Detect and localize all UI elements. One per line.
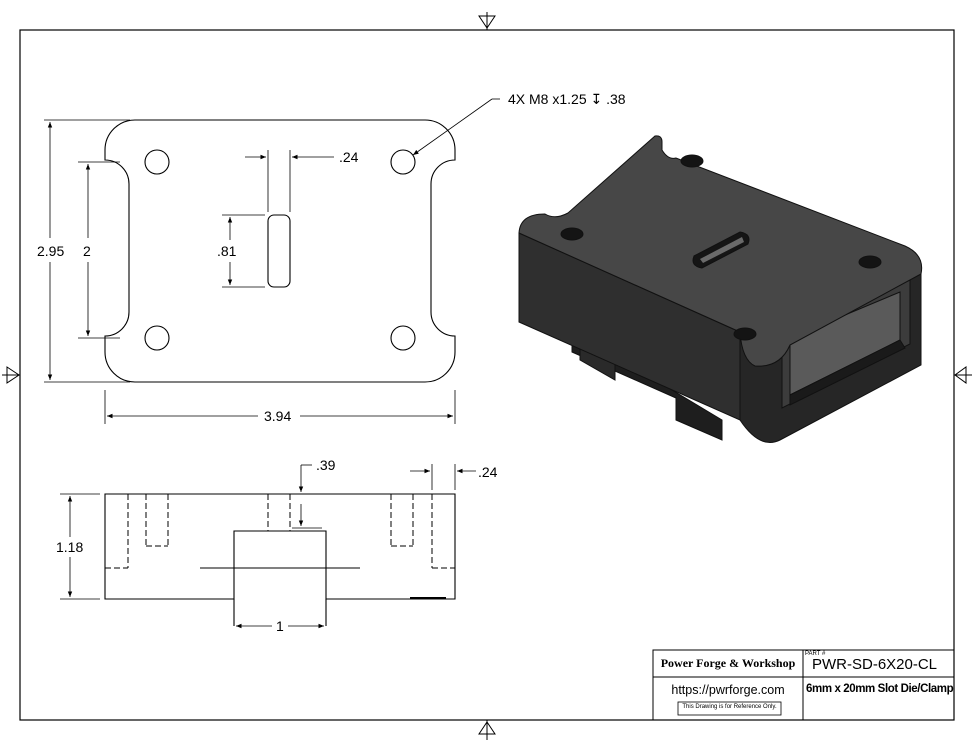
overall-height-label: 2.95 (37, 243, 64, 259)
overall-width-label: 3.94 (264, 408, 291, 424)
website-link[interactable]: https://pwrforge.com (671, 683, 785, 697)
iso-mounting-hole (733, 327, 757, 341)
hole-callout: 4X M8 x1.25 ↧ .38 (508, 91, 626, 107)
disclaimer: This Drawing is for Reference Only. (682, 704, 777, 710)
slot (267, 214, 291, 288)
iso-mounting-hole (858, 255, 882, 269)
top-view-outline (104, 119, 456, 383)
tab-width-label: 1 (276, 618, 284, 634)
mounting-hole (390, 325, 416, 351)
isometric-view (518, 135, 923, 443)
mounting-hole (390, 149, 416, 175)
front-view-labels: .39 .24 1.18 1 (56, 457, 498, 634)
centering-marks (2, 12, 972, 740)
slot-width-label: .24 (339, 149, 359, 165)
top-view-labels: 4X M8 x1.25 ↧ .38 .24 .81 2.95 2 3.94 (37, 91, 626, 424)
part-label: PART # (805, 651, 826, 657)
wall-width-label: .24 (478, 464, 498, 480)
front-view-dimensions (60, 464, 476, 629)
iso-mounting-hole (680, 154, 704, 168)
inner-height-label: 2 (83, 243, 91, 259)
mounting-hole (144, 325, 170, 351)
slot-length-label: .81 (217, 243, 237, 259)
part-number: PWR-SD-6X20-CL (812, 656, 938, 673)
front-view-hidden-lines (105, 494, 455, 569)
overall-height-label: 1.18 (56, 539, 83, 555)
title-block-grid (652, 649, 955, 721)
part-description: 6mm x 20mm Slot Die/Clamp (806, 683, 954, 695)
top-view-dimensions (44, 98, 500, 424)
iso-mounting-hole (560, 227, 584, 241)
counterbore-depth-label: .39 (316, 457, 336, 473)
front-view (104, 493, 456, 626)
company-name: Power Forge & Workshop (660, 656, 796, 670)
top-view (104, 119, 456, 383)
mounting-hole (144, 149, 170, 175)
